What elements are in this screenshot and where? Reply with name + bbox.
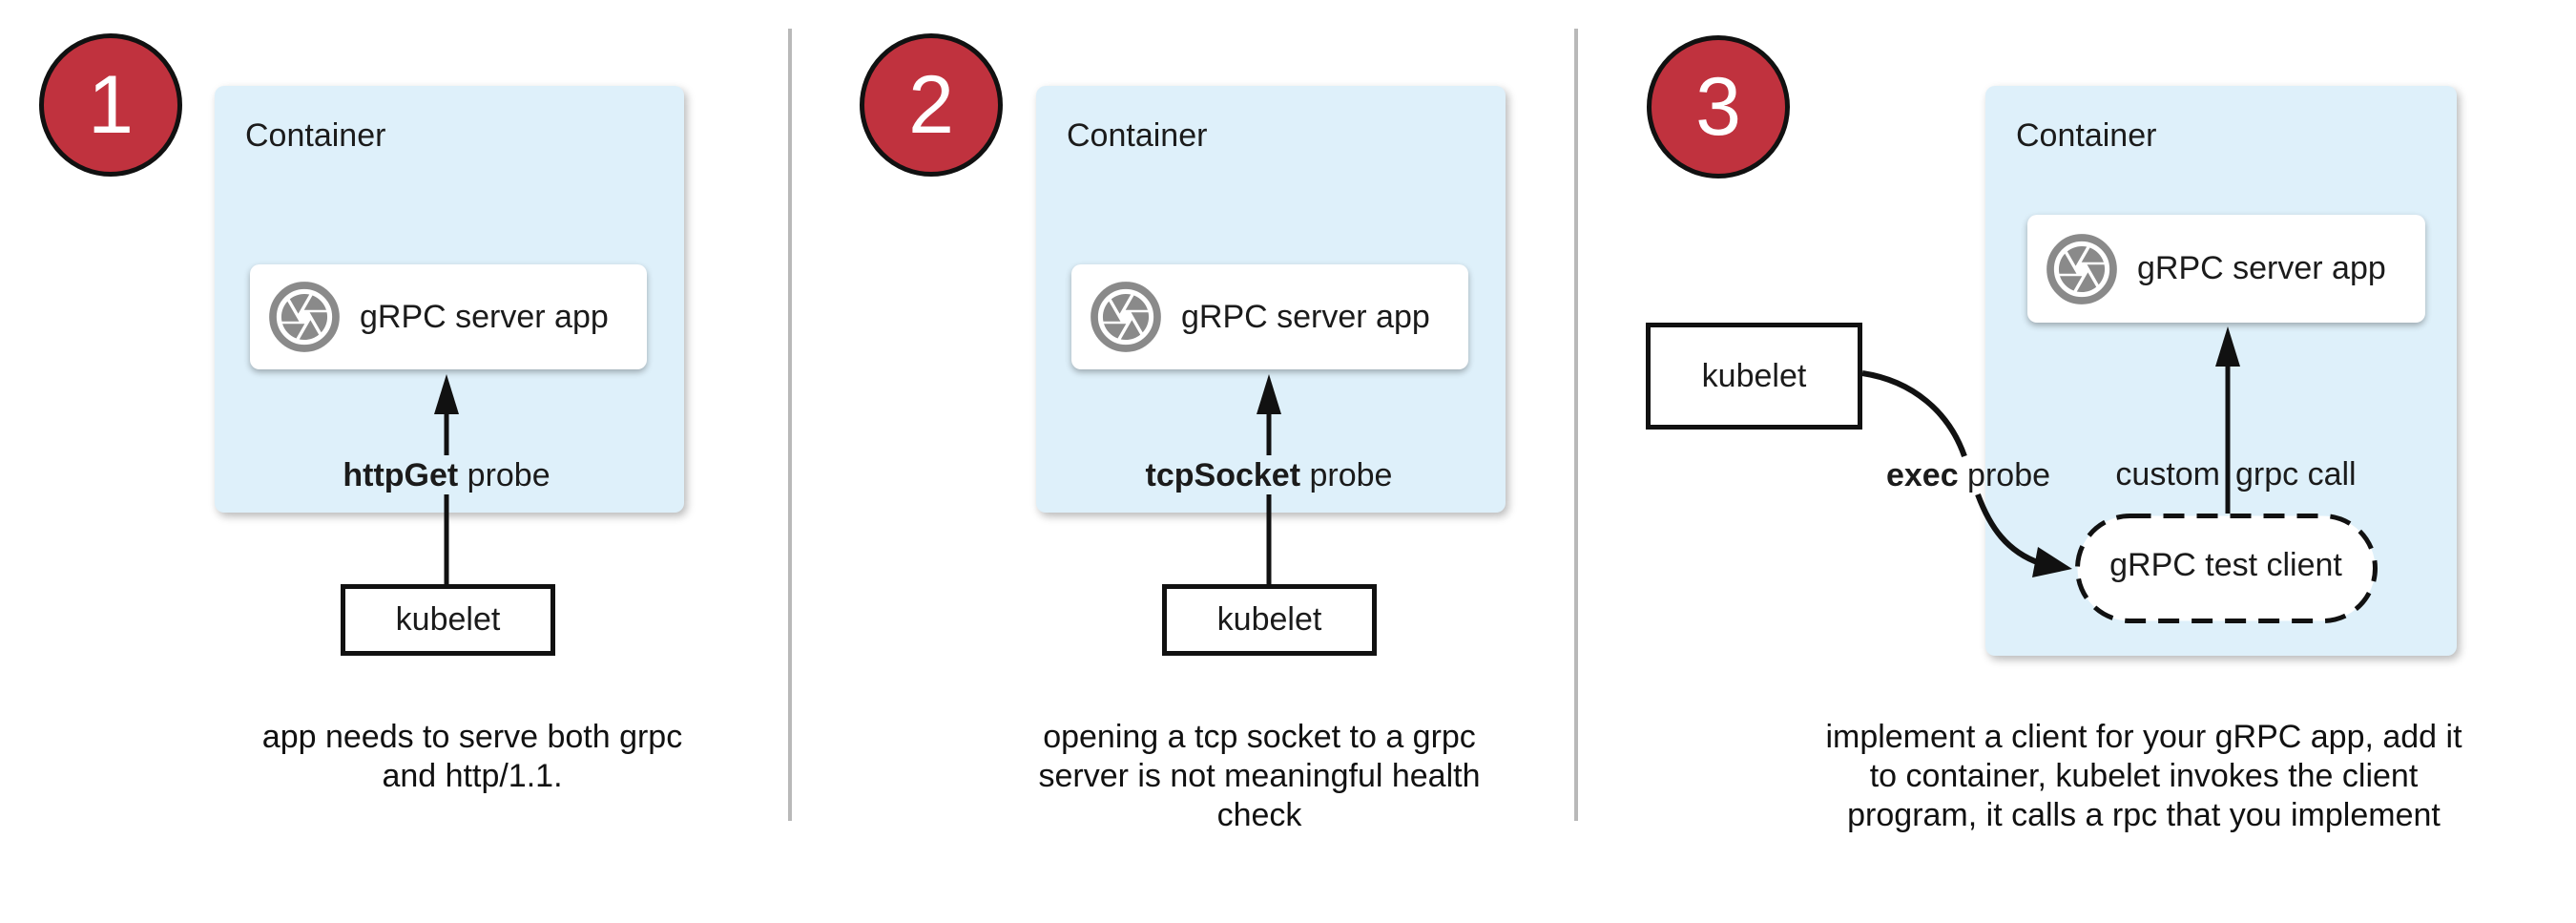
container-label: Container [245,117,386,154]
kubelet-box: kubelet [341,584,555,656]
httpget-probe-label: httpGet probe [256,456,637,494]
probe-type: exec [1885,457,1959,493]
aperture-icon [269,282,340,352]
step-number: 2 [908,59,954,151]
grpc-test-client-label: gRPC test client [2109,547,2342,583]
panel-divider [1574,29,1578,821]
tcpsocket-probe-label: tcpSocket probe [1078,456,1460,494]
probe-type: httpGet [343,457,459,493]
grpc-server-app-label: gRPC server app [360,298,609,335]
grpc-server-app-box: gRPC server app [2027,215,2425,323]
step-number: 1 [88,59,134,151]
probe-word: probe [458,457,551,493]
step-2-caption: opening a tcp socket to a grpc server is… [1038,719,1481,833]
kubelet-label: kubelet [395,601,501,638]
container-label: Container [1067,117,1208,154]
step-1-caption: app needs to serve both grpc and http/1.… [261,719,683,794]
step-number: 3 [1695,61,1741,153]
probe-word: probe [1958,457,2051,493]
kubelet-box: kubelet [1646,323,1862,430]
grpc-server-app-box: gRPC server app [1071,264,1468,369]
custom-grpc-call-label-right: grpc call [2235,456,2357,493]
kubelet-box: kubelet [1162,584,1377,656]
grpc-server-app-label: gRPC server app [2137,250,2386,286]
step-2-badge: 2 [860,33,1003,177]
step-3-badge: 3 [1647,35,1790,178]
probe-word: probe [1300,457,1393,493]
grpc-server-app-box: gRPC server app [250,264,647,369]
aperture-icon [2046,233,2117,304]
exec-probe-curve-upper [1861,370,1967,457]
exec-probe-label: exec probe [1777,456,2159,494]
container-label: Container [2016,117,2157,154]
custom-grpc-call-label-left: custom [2115,456,2220,493]
aperture-icon [1091,282,1161,352]
probe-type: tcpSocket [1145,457,1301,493]
grpc-server-app-label: gRPC server app [1181,298,1430,335]
step-1-badge: 1 [39,33,182,177]
panel-divider [788,29,792,821]
kubelet-label: kubelet [1701,357,1807,394]
kubelet-label: kubelet [1216,601,1322,638]
step-3-caption: implement a client for your gRPC app, ad… [1825,719,2462,833]
